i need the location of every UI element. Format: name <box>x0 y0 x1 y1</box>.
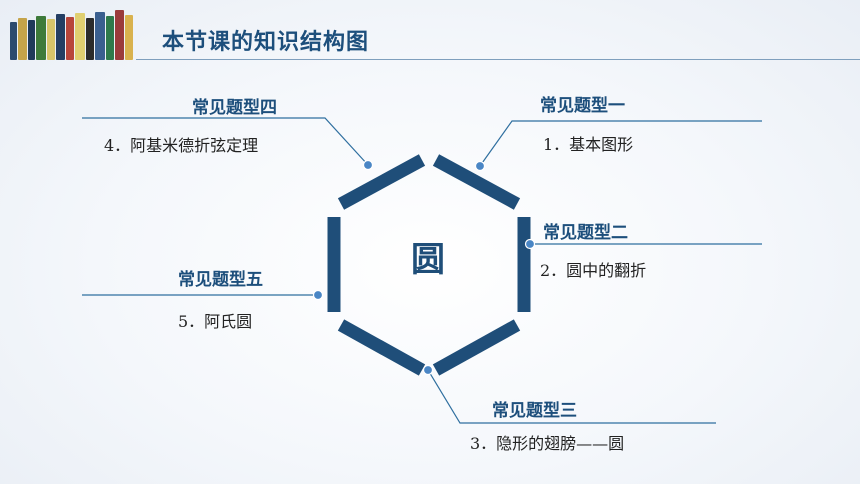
books-decoration <box>10 8 134 60</box>
type-4-heading: 常见题型四 <box>192 98 277 118</box>
header-divider <box>136 59 860 60</box>
type-4-item: 4．阿基米德折弦定理 <box>104 136 259 155</box>
hexagon-frame <box>327 154 531 376</box>
hexagon-edge <box>432 154 521 210</box>
type-2-heading: 常见题型二 <box>543 223 628 243</box>
center-circle-label: 圆 <box>411 240 445 280</box>
connector-dot <box>422 364 434 376</box>
type-2-item: 2．圆中的翻折 <box>540 261 647 280</box>
hexagon-edge <box>432 319 521 376</box>
type-5-item: 5．阿氏圆 <box>178 312 253 331</box>
page-title: 本节课的知识结构图 <box>162 30 370 55</box>
type-1-item: 1．基本图形 <box>543 135 634 154</box>
connector-type-1 <box>479 120 762 167</box>
hexagon-edge <box>337 154 426 210</box>
connector-dot <box>474 160 486 172</box>
hexagon-edge <box>337 319 426 376</box>
type-3-item: 3．隐形的翅膀——圆 <box>470 434 625 453</box>
type-1-heading: 常见题型一 <box>540 96 625 116</box>
connector-dot <box>312 289 324 301</box>
type-5-heading: 常见题型五 <box>178 270 263 290</box>
connector-type-4 <box>82 117 369 166</box>
connector-type-3 <box>427 369 716 424</box>
connector-dot <box>362 159 374 171</box>
connector-dot <box>524 238 536 250</box>
type-3-heading: 常见题型三 <box>492 401 577 421</box>
